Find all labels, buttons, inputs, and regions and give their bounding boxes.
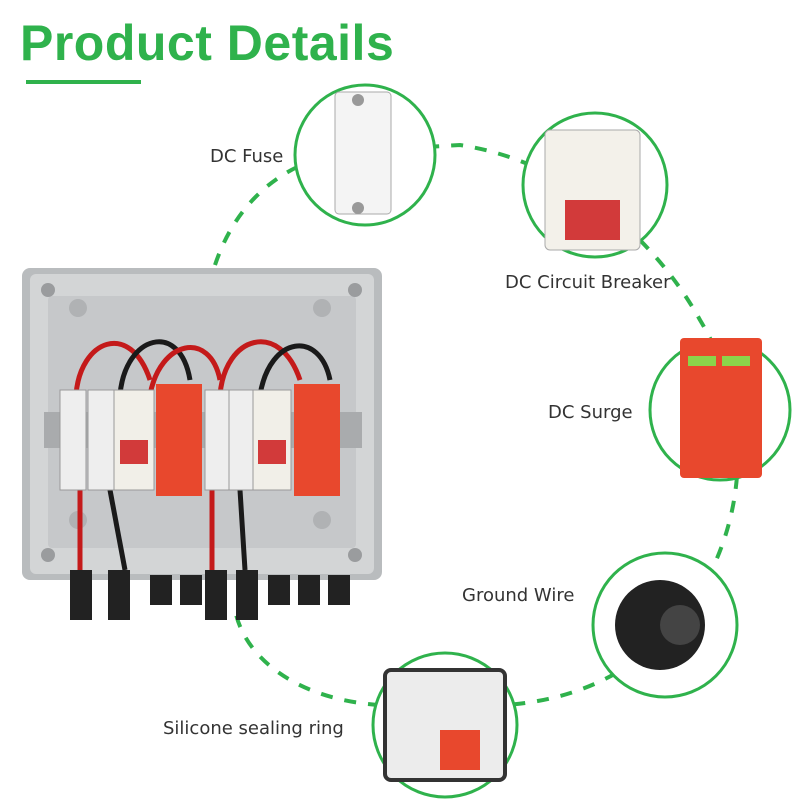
dc-circuit-breaker-label: DC Circuit Breaker — [505, 272, 671, 293]
dc-fuse-label: DC Fuse — [210, 146, 284, 167]
ground-wire-label: Ground Wire — [462, 585, 575, 606]
silicone-sealing-ring-label: Silicone sealing ring — [163, 718, 344, 739]
dc-surge-callout-circle — [648, 338, 792, 482]
title-underline — [26, 80, 141, 84]
dc-fuse-callout-circle — [293, 83, 437, 227]
dc-surge-label: DC Surge — [548, 402, 633, 423]
enclosure-box — [22, 268, 382, 620]
dashed-connector-ring — [213, 142, 740, 708]
silicone-ring-callout-circle — [371, 651, 519, 799]
dc-circuit-breaker-callout-circle — [521, 111, 669, 259]
ground-wire-callout-circle — [591, 551, 739, 699]
page-title: Product Details — [20, 15, 395, 71]
dashed-connector-ring-lower — [233, 609, 381, 707]
